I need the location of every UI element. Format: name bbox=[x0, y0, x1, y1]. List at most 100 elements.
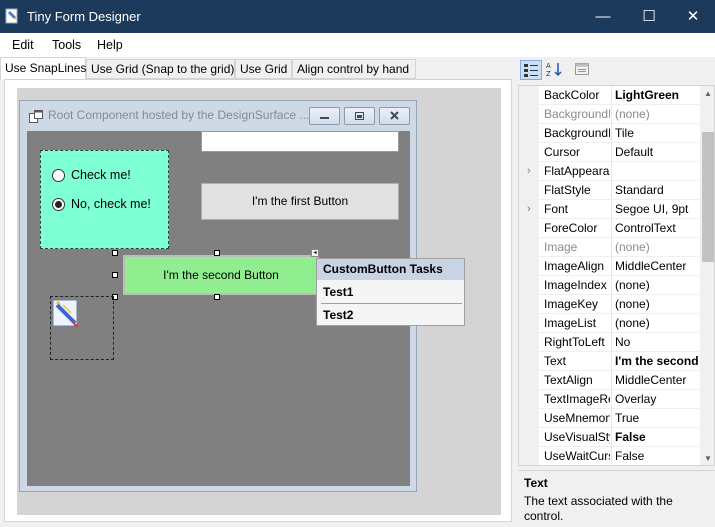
column-divider[interactable] bbox=[611, 333, 612, 352]
resize-handle[interactable] bbox=[112, 272, 118, 278]
expand-chevron-icon[interactable]: › bbox=[527, 203, 531, 215]
radio-button[interactable] bbox=[52, 169, 65, 182]
property-value[interactable]: False bbox=[615, 430, 646, 444]
property-row[interactable]: UseVisualStyleBackColorFalse bbox=[519, 428, 700, 447]
text-box[interactable] bbox=[201, 131, 399, 152]
property-row[interactable]: Image (none) bbox=[519, 238, 700, 257]
property-value[interactable]: LightGreen bbox=[615, 88, 680, 102]
column-divider[interactable] bbox=[611, 390, 612, 409]
column-divider[interactable] bbox=[611, 124, 612, 143]
property-row[interactable]: ImageIndex(none) bbox=[519, 276, 700, 295]
property-value[interactable]: MiddleCenter bbox=[615, 259, 687, 273]
property-value[interactable]: Overlay bbox=[615, 392, 657, 406]
column-divider[interactable] bbox=[611, 219, 612, 238]
column-divider[interactable] bbox=[611, 447, 612, 465]
column-divider[interactable] bbox=[611, 257, 612, 276]
property-value[interactable]: MiddleCenter bbox=[615, 373, 687, 387]
property-row[interactable]: ForeColor ControlText bbox=[519, 219, 700, 238]
resize-handle[interactable] bbox=[112, 294, 118, 300]
property-row[interactable]: UseWaitCursorFalse bbox=[519, 447, 700, 465]
property-name: BackgroundImageLayout bbox=[544, 126, 610, 140]
column-divider[interactable] bbox=[611, 428, 612, 447]
column-divider[interactable] bbox=[611, 371, 612, 390]
task-test2[interactable]: Test2 bbox=[323, 308, 354, 322]
property-row[interactable]: TextI'm the second Button bbox=[519, 352, 701, 371]
scroll-up-arrow-icon[interactable]: ▲ bbox=[704, 89, 712, 98]
radio-button-checked[interactable] bbox=[52, 198, 65, 211]
smart-tag-header: CustomButton Tasks bbox=[317, 259, 464, 280]
property-row[interactable]: UseMnemonicTrue bbox=[519, 409, 700, 428]
tab-use-snaplines[interactable]: Use SnapLines bbox=[0, 57, 86, 80]
property-row[interactable]: ImageList(none) bbox=[519, 314, 700, 333]
form-minimize-button[interactable] bbox=[309, 107, 340, 125]
column-divider[interactable] bbox=[611, 105, 612, 124]
task-test1[interactable]: Test1 bbox=[323, 285, 354, 299]
property-name: Image bbox=[544, 240, 578, 254]
column-divider[interactable] bbox=[611, 181, 612, 200]
property-value[interactable]: (none) bbox=[615, 107, 650, 121]
column-divider[interactable] bbox=[611, 314, 612, 333]
column-divider[interactable] bbox=[611, 295, 612, 314]
property-value[interactable]: (none) bbox=[615, 278, 650, 292]
property-value[interactable]: False bbox=[615, 449, 645, 463]
property-row[interactable]: BackgroundImage(none) bbox=[519, 105, 700, 124]
resize-handle[interactable] bbox=[214, 250, 220, 256]
tab-align-by-hand[interactable]: Align control by hand bbox=[292, 59, 416, 79]
property-value[interactable]: ControlText bbox=[615, 221, 676, 235]
tab-use-grid-snap[interactable]: Use Grid (Snap to the grid) bbox=[86, 59, 235, 79]
property-value[interactable]: (none) bbox=[615, 240, 650, 254]
minimize-button[interactable]: — bbox=[595, 8, 611, 25]
maximize-button[interactable]: ☐ bbox=[642, 8, 656, 25]
column-divider[interactable] bbox=[611, 238, 612, 257]
property-row[interactable]: ImageKey(none) bbox=[519, 295, 700, 314]
property-value[interactable]: (none) bbox=[615, 297, 650, 311]
menu-edit[interactable]: Edit bbox=[12, 38, 34, 52]
resize-handle[interactable] bbox=[112, 250, 118, 256]
scroll-thumb[interactable] bbox=[702, 132, 714, 262]
categorized-button[interactable] bbox=[520, 60, 542, 80]
second-button[interactable]: I'm the second Button bbox=[123, 255, 319, 295]
form-close-button[interactable] bbox=[379, 107, 410, 125]
property-row[interactable]: TextImageRelationOverlay bbox=[519, 390, 700, 409]
property-value[interactable]: Tile bbox=[615, 126, 634, 140]
column-divider[interactable] bbox=[611, 200, 612, 219]
radio-group-panel[interactable]: Check me! No, check me! bbox=[40, 150, 169, 249]
property-row[interactable]: BackgroundImageLayout Tile bbox=[519, 124, 700, 143]
property-pages-button[interactable] bbox=[572, 60, 594, 80]
column-divider[interactable] bbox=[611, 143, 612, 162]
expand-chevron-icon[interactable]: › bbox=[527, 165, 531, 177]
picture-box[interactable] bbox=[50, 296, 114, 360]
property-value[interactable]: Default bbox=[615, 145, 654, 159]
grid-scrollbar[interactable]: ▲ ▼ bbox=[700, 86, 714, 465]
column-divider[interactable] bbox=[611, 162, 612, 181]
property-value[interactable]: Standard bbox=[615, 183, 664, 197]
tab-use-grid[interactable]: Use Grid bbox=[235, 59, 292, 79]
menu-help[interactable]: Help bbox=[97, 38, 123, 52]
property-value[interactable]: (none) bbox=[615, 316, 650, 330]
scroll-down-arrow-icon[interactable]: ▼ bbox=[704, 454, 712, 463]
column-divider[interactable] bbox=[611, 86, 612, 105]
close-button[interactable]: ✕ bbox=[686, 8, 700, 25]
column-divider[interactable] bbox=[611, 276, 612, 295]
property-value[interactable]: Segoe UI, 9pt bbox=[615, 202, 689, 216]
column-divider[interactable] bbox=[611, 409, 612, 428]
menu-tools[interactable]: Tools bbox=[52, 38, 82, 52]
first-button[interactable]: I'm the first Button bbox=[201, 183, 399, 220]
alphabetical-button[interactable]: A Z bbox=[544, 60, 566, 80]
column-divider[interactable] bbox=[611, 352, 612, 371]
property-value[interactable]: True bbox=[615, 411, 640, 425]
property-name: ForeColor bbox=[544, 221, 598, 235]
resize-handle[interactable] bbox=[214, 294, 220, 300]
property-row[interactable]: ›FlatAppearance bbox=[519, 162, 700, 181]
property-value[interactable]: I'm the second Button bbox=[615, 354, 701, 368]
property-value[interactable]: No bbox=[615, 335, 631, 349]
form-restore-button[interactable] bbox=[344, 107, 375, 125]
smart-tag-glyph[interactable]: ◂ bbox=[311, 249, 319, 257]
